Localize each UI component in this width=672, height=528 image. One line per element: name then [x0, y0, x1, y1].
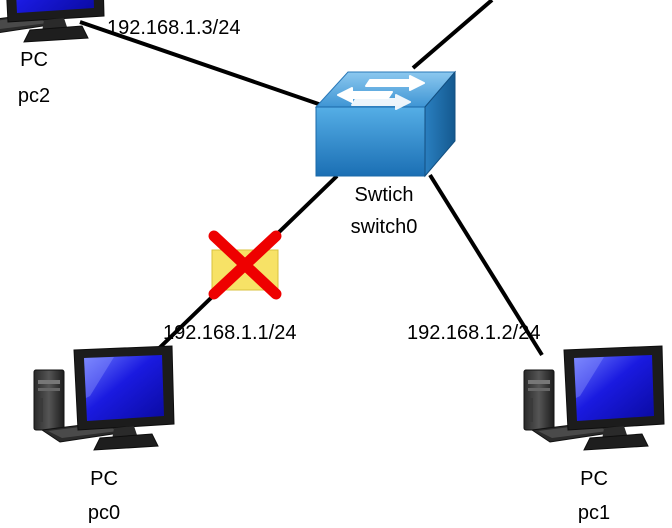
switch0-name-label: switch0	[350, 216, 418, 238]
pc2-type-label: PC	[20, 49, 48, 71]
pc0-name-label: pc0	[87, 502, 121, 524]
pc0-type-label: PC	[90, 468, 118, 490]
network-switch-icon[interactable]	[314, 70, 457, 178]
pc2-name-label: pc2	[17, 85, 51, 107]
link-pc2-switch0[interactable]	[79, 20, 337, 112]
link-pc1-switch0[interactable]	[428, 173, 544, 357]
link-failure-marker	[208, 230, 282, 300]
red-x-failure-icon	[208, 230, 282, 300]
pc0-icon[interactable]	[33, 345, 175, 451]
pc1-name-label: pc1	[577, 502, 611, 524]
ip-label-pc2: 192.168.1.3/24	[107, 17, 241, 39]
ip-label-pc0: 192.168.1.1/24	[163, 322, 297, 344]
switch0-type-label: Swtich	[354, 184, 414, 206]
ip-label-pc1: 192.168.1.2/24	[407, 322, 541, 344]
pc1-icon[interactable]	[523, 345, 665, 451]
pc1-type-label: PC	[580, 468, 608, 490]
pc2-icon[interactable]	[0, 0, 105, 43]
link-switch0-offscreen[interactable]	[411, 0, 494, 70]
